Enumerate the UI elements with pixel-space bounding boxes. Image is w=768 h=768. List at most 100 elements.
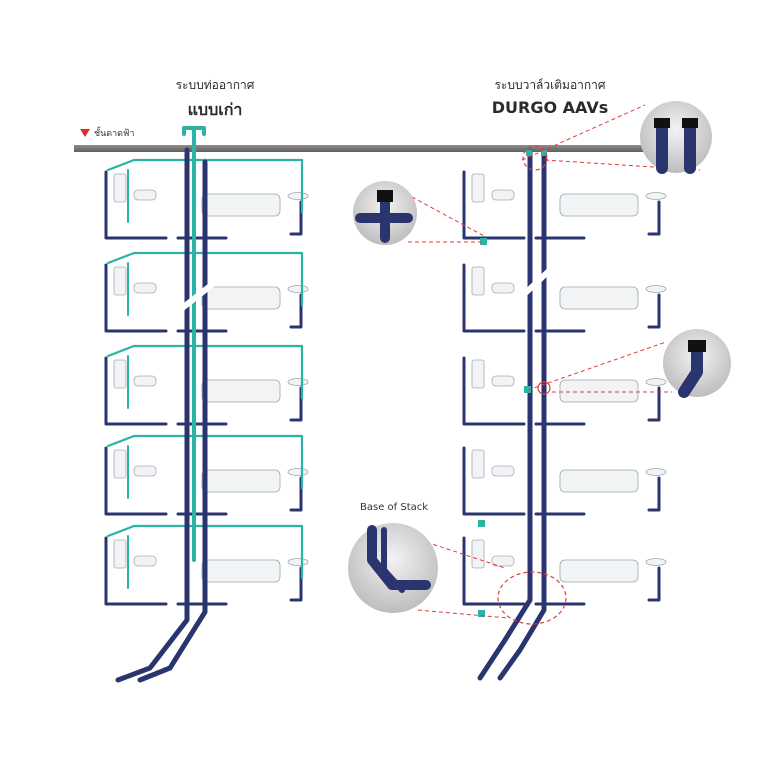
- right-system-subtitle: ระบบวาล์วเติมอากาศ: [494, 78, 606, 92]
- aav-cap: [654, 118, 670, 128]
- stack-cap-callout: [640, 101, 712, 173]
- right-waste-stack: [497, 149, 547, 681]
- wash-basin: [287, 192, 309, 200]
- wash-basin: [645, 468, 667, 476]
- water-tank: [471, 173, 485, 203]
- roof-slab: [74, 145, 692, 152]
- bathtub: [559, 379, 639, 403]
- floor-drain-pipe: [462, 536, 526, 606]
- wash-basin: [287, 558, 309, 566]
- wash-basin: [645, 558, 667, 566]
- left-waste-stack: [137, 159, 208, 683]
- callout-pipe: [381, 527, 405, 593]
- aav-cap: [688, 340, 706, 352]
- vent-pipe: [199, 344, 304, 400]
- aav-valve: [524, 386, 531, 393]
- aav-cap: [682, 118, 698, 128]
- vent-pipe: [199, 524, 304, 580]
- wash-basin: [645, 285, 667, 293]
- roof-marker-icon: [80, 129, 90, 137]
- water-tank: [471, 539, 485, 569]
- floor-drain-pipe: [104, 536, 168, 606]
- right-soil-stack: [477, 149, 533, 681]
- toilet-bowl: [133, 555, 157, 567]
- floor-drain-pipe: [462, 170, 526, 240]
- floor-drain-pipe: [647, 293, 661, 329]
- bathtub: [559, 286, 639, 310]
- right-system-name: DURGO AAVs: [491, 98, 609, 117]
- aav-valve: [526, 150, 532, 156]
- break-mark: [515, 265, 555, 303]
- vent-pipe: [106, 158, 203, 172]
- callouts: [348, 101, 731, 625]
- water-tank: [113, 359, 127, 389]
- callout-pipe: [367, 525, 431, 590]
- callout-leader: [521, 104, 646, 161]
- water-tank: [113, 449, 127, 479]
- toilet-bowl: [491, 375, 515, 387]
- vent-pipe: [199, 434, 304, 490]
- left-soil-stack: [115, 147, 190, 683]
- base-of-stack-callout: [348, 523, 438, 613]
- aav-valve: [541, 150, 547, 156]
- floor-drain-pipe: [462, 263, 526, 333]
- roof-level-label: ชั้นดาดฟ้า: [80, 126, 134, 140]
- wash-basin: [645, 192, 667, 200]
- vent-pipe: [199, 251, 304, 307]
- vent-pipe: [106, 251, 203, 265]
- wash-basin: [645, 378, 667, 386]
- floor-drain-pipe: [289, 386, 303, 422]
- bathtub: [201, 469, 281, 493]
- aav-valve: [478, 520, 485, 527]
- toilet-bowl: [133, 375, 157, 387]
- toilet-bowl: [491, 189, 515, 201]
- toilet-bowl: [491, 282, 515, 294]
- toilet-bowl: [491, 555, 515, 567]
- water-tank: [113, 266, 127, 296]
- bathtub: [201, 193, 281, 217]
- toilet-bowl: [133, 189, 157, 201]
- break-mark: [174, 280, 216, 316]
- left-system-name: แบบเก่า: [187, 100, 243, 119]
- toilet-bowl: [133, 465, 157, 477]
- floor-drain-pipe: [289, 476, 303, 512]
- aav-valve: [478, 610, 485, 617]
- bathtub: [201, 379, 281, 403]
- bathtub: [559, 193, 639, 217]
- left-system-title: ระบบท่ออากาศ แบบเก่า: [150, 76, 280, 123]
- bathtub: [559, 559, 639, 583]
- aav-cap: [377, 190, 393, 202]
- floor-drain-pipe: [104, 446, 168, 516]
- water-tank: [471, 359, 485, 389]
- callout-leader: [417, 609, 509, 619]
- floor-drain-pipe: [647, 566, 661, 602]
- toilet-bowl: [133, 282, 157, 294]
- callout-leader: [419, 539, 506, 569]
- callout-leader: [527, 341, 667, 391]
- callout-leader: [411, 196, 485, 237]
- floor-drain-pipe: [289, 293, 303, 329]
- water-tank: [113, 173, 127, 203]
- floor-drain-pipe: [289, 200, 303, 236]
- floor-drain-pipe: [104, 263, 168, 333]
- callout-ring: [497, 571, 567, 625]
- floor-drain-pipe: [462, 356, 526, 426]
- callout-ring: [537, 381, 551, 395]
- vent-pipe: [106, 344, 203, 358]
- callout-ring: [522, 145, 548, 171]
- water-tank: [113, 539, 127, 569]
- floor-drain-pipe: [647, 386, 661, 422]
- right-system-title: ระบบวาล์วเติมอากาศ DURGO AAVs: [455, 76, 645, 117]
- wash-basin: [287, 285, 309, 293]
- base-of-stack-label: Base of Stack: [360, 502, 429, 513]
- left-vent-cap: [182, 126, 206, 136]
- callout-pipe: [678, 346, 703, 398]
- toilet-bowl: [491, 465, 515, 477]
- wash-basin: [287, 468, 309, 476]
- floor-drain-pipe: [647, 200, 661, 236]
- water-tank: [471, 449, 485, 479]
- wash-basin: [287, 378, 309, 386]
- vent-pipe: [106, 524, 203, 538]
- left-building: [104, 126, 309, 683]
